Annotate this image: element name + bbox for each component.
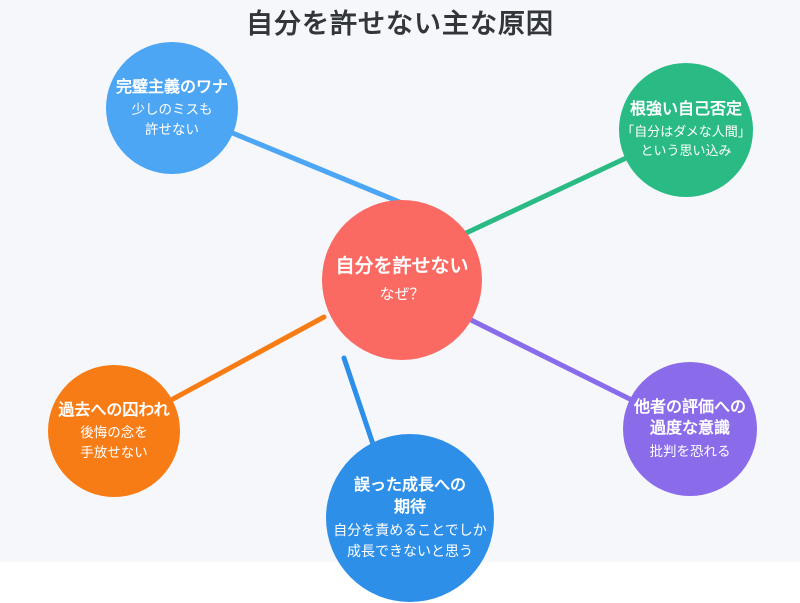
node-perfectionism: 完璧主義のワナ 少しのミスも 許せない [106,42,238,174]
node-others-evaluation: 他者の評価への 過度な意識 批判を恐れる [623,362,757,496]
node-title: 他者の評価への 過度な意識 [633,396,746,438]
node-title: 誤った成長への 期待 [353,475,466,516]
node-subtitle: なぜ？ [379,285,425,304]
node-trapped-in-past: 過去への囚われ 後悔の念を 手放せない [48,365,180,497]
node-title: 完璧主義のワナ [115,76,228,96]
node-title: 過去への囚われ [58,399,170,419]
node-subtitle: 批判を恐れる [649,443,731,460]
node-title: 根強い自己否定 [629,99,742,119]
node-subtitle: 少しのミスも 許せない [131,102,213,138]
node-title: 自分を許せない [335,254,469,277]
node-center-cannot-forgive: 自分を許せない なぜ？ [322,200,482,360]
node-self-denial: 根強い自己否定 「自分はダメな人間」 という思い込み [619,63,753,197]
node-subtitle: 自分を責めることでしか 成長できないと思う [333,523,487,560]
diagram-title: 自分を許せない主な原因 [246,9,554,40]
node-subtitle: 「自分はダメな人間」 という思い込み [621,124,751,159]
node-subtitle: 後悔の念を 手放せない [80,425,148,461]
node-mistaken-growth: 誤った成長への 期待 自分を責めることでしか 成長できないと思う [326,434,494,602]
